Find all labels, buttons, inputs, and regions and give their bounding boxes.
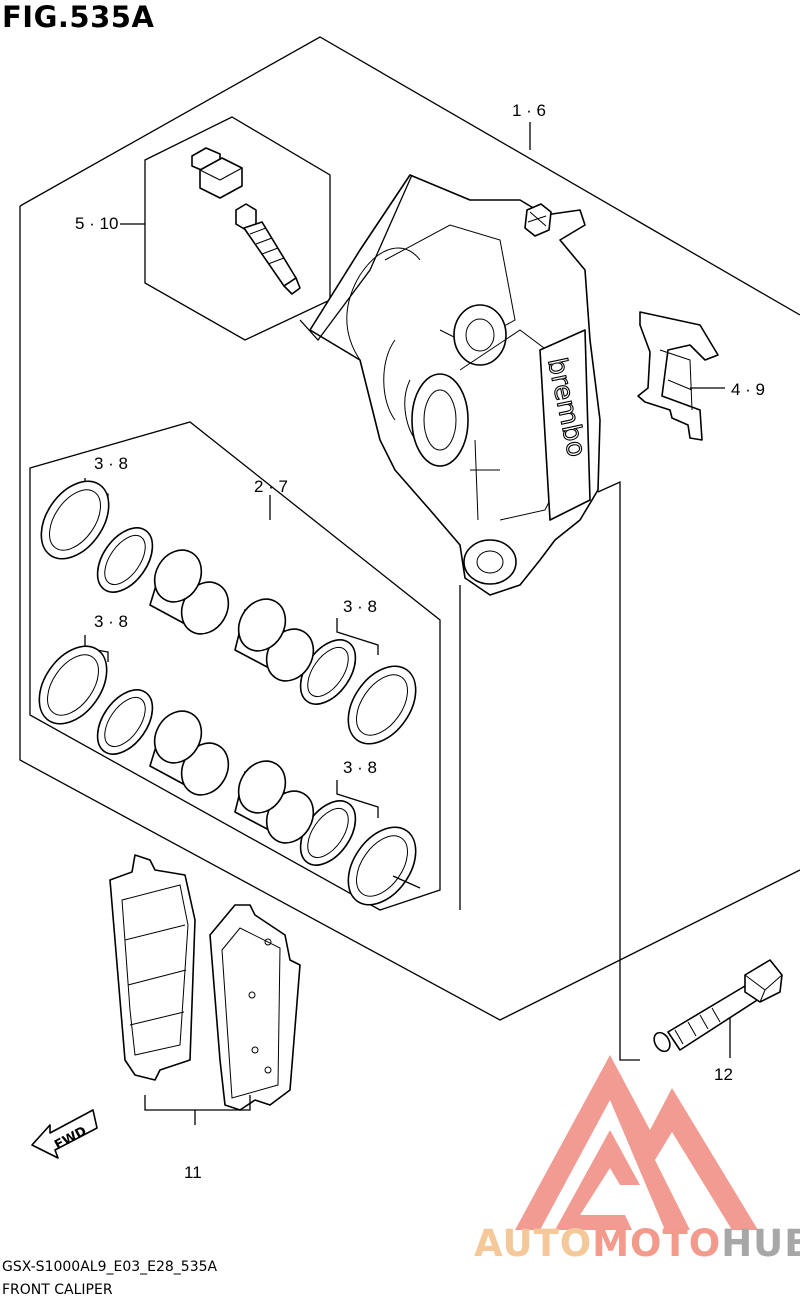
watermark-text: AUTOMOTOHUB bbox=[474, 1222, 800, 1265]
fwd-arrow: FWD bbox=[31, 1109, 98, 1159]
callout-seal-top-left: 3 · 8 bbox=[94, 454, 129, 473]
pistons bbox=[149, 549, 315, 844]
brake-pad-rear bbox=[209, 904, 301, 1111]
seal-pair-top-left bbox=[40, 478, 154, 593]
watermark-hub: HUB bbox=[721, 1222, 800, 1265]
callout-lines bbox=[269, 122, 731, 1061]
pad-spring bbox=[637, 311, 719, 441]
caliper-body bbox=[299, 174, 601, 596]
watermark-auto: AUTO bbox=[474, 1222, 593, 1265]
seal-pair-mid-left bbox=[38, 635, 154, 755]
callout-piston-set: 2 · 7 bbox=[254, 477, 289, 496]
piston-group-box bbox=[29, 421, 441, 911]
mounting-bolt bbox=[653, 959, 783, 1053]
bleeder-cap bbox=[191, 147, 243, 199]
figure-title: FIG.535A bbox=[2, 0, 155, 34]
bleeder-group-box bbox=[120, 116, 331, 341]
callout-seal-mid-left: 3 · 8 bbox=[94, 612, 129, 631]
callout-bolt: 12 bbox=[714, 1065, 733, 1084]
watermark-moto: MOTO bbox=[592, 1222, 722, 1265]
callout-caliper-assy: 1 · 6 bbox=[512, 101, 547, 120]
watermark-logo bbox=[515, 1055, 758, 1230]
seals bbox=[38, 478, 421, 906]
seal-pair-mid-right bbox=[299, 618, 417, 745]
brake-pad-front bbox=[109, 854, 196, 1081]
piston-2 bbox=[234, 598, 315, 682]
seal-pair-bottom-right bbox=[299, 780, 421, 906]
bleeder-screw bbox=[235, 203, 301, 295]
callout-pad-spring: 4 · 9 bbox=[731, 380, 766, 399]
callout-pads: 11 bbox=[184, 1163, 202, 1182]
footer-code: GSX-S1000AL9_E03_E28_535A bbox=[2, 1259, 218, 1275]
piston-3 bbox=[149, 710, 230, 796]
piston-4 bbox=[234, 760, 315, 844]
brake-pad-set bbox=[109, 854, 301, 1125]
callout-seal-mid-right: 3 · 8 bbox=[343, 597, 378, 616]
callout-seal-bottom-right: 3 · 8 bbox=[343, 758, 378, 777]
callout-bleeder: 5 · 10 bbox=[75, 214, 119, 233]
assembly-outline bbox=[19, 36, 800, 1021]
footer-name: FRONT CALIPER bbox=[2, 1282, 113, 1298]
piston-1 bbox=[149, 549, 230, 635]
